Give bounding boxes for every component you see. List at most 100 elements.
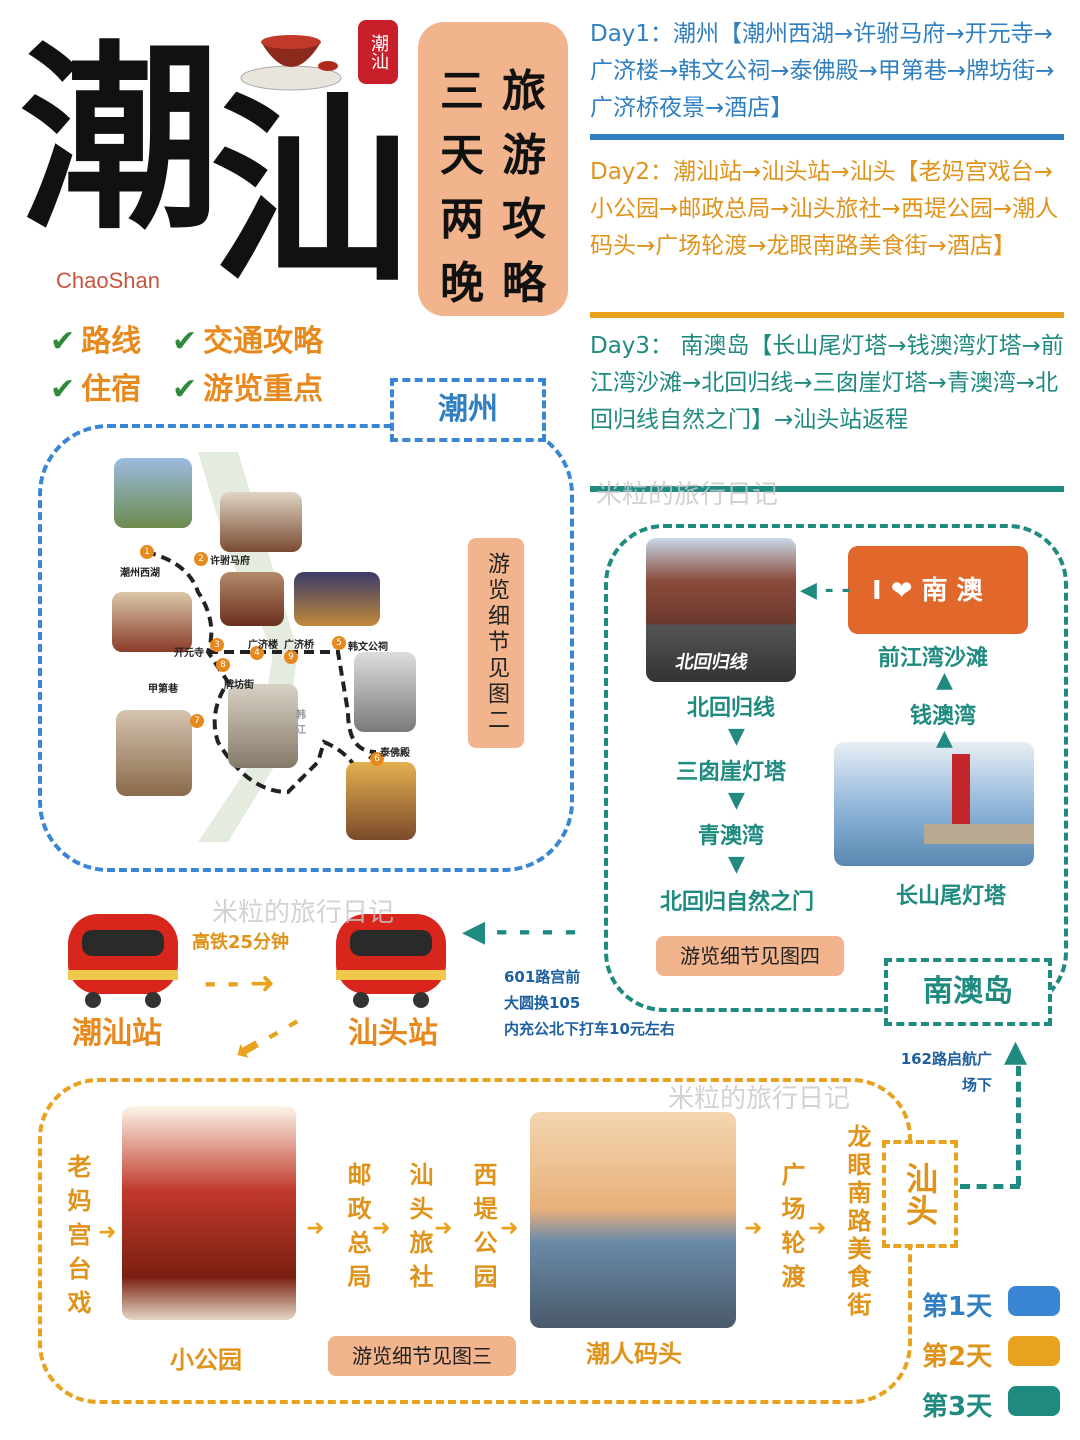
- map-marker: 1: [140, 545, 154, 559]
- watermark: 米粒的旅行日记: [668, 1084, 851, 1114]
- check-item: ✔游览重点: [172, 372, 324, 407]
- map-marker: 4: [250, 646, 264, 660]
- map-label: 甲第巷: [148, 684, 178, 695]
- down-left-arrow-icon: ⬅ - -: [228, 1004, 307, 1071]
- map-marker: 9: [284, 650, 298, 664]
- stop-tropic-line: 北回归线: [686, 696, 775, 721]
- nanao-frame: [604, 524, 1068, 1012]
- down-arrow-icon: ▼: [728, 852, 745, 877]
- right-arrow-icon: ➜: [500, 1216, 519, 1241]
- tag-char: 游: [502, 130, 546, 181]
- stop-laomagong: 老妈宫台戏: [63, 1154, 91, 1324]
- stop-qianjiang-beach: 前江湾沙滩: [877, 646, 988, 671]
- legend-day2-label: 第2天: [922, 1342, 993, 1372]
- watermark: 米粒的旅行日记: [596, 480, 779, 510]
- map-label: 许驸马府: [210, 556, 250, 567]
- train-duration: 高铁25分钟: [192, 932, 290, 953]
- xu-mansion-photo: [220, 492, 302, 552]
- right-arrow-icon: - - ➜: [204, 966, 275, 1001]
- stop-ferry: 广场轮渡: [777, 1162, 805, 1298]
- sign-text: I ❤ 南 澳: [872, 576, 983, 606]
- stop-xiaogongyuan: 小公园: [170, 1346, 242, 1374]
- divider: [590, 134, 1064, 140]
- title-char-shan: 汕: [210, 74, 411, 309]
- paifang-street-photo: [228, 684, 298, 768]
- check-item: ✔交通攻略: [172, 324, 324, 359]
- nanao-label: 南澳岛: [884, 958, 1052, 1026]
- map-label: 广济桥: [284, 640, 314, 651]
- red-seal: 潮汕: [358, 20, 398, 84]
- map-label: 广济楼: [248, 640, 278, 651]
- road-text: 北回归线: [673, 652, 750, 673]
- tag-char: 天: [440, 130, 484, 181]
- guangji-tower-photo: [220, 572, 284, 626]
- legend-day3-label: 第3天: [922, 1392, 993, 1422]
- stop-post-office: 邮政总局: [343, 1162, 371, 1298]
- thai-temple-photo: [346, 762, 416, 840]
- map-label: 泰佛殿: [380, 748, 410, 759]
- stop-sancong: 三囱崖灯塔: [675, 760, 786, 785]
- chaozhou-detail-note: 游览细节见图二: [468, 538, 524, 748]
- down-arrow-icon: ▼: [728, 724, 745, 749]
- stop-chaoren-pier: 潮人码头: [586, 1340, 682, 1368]
- nanao-detail-note: 游览细节见图四: [656, 936, 844, 976]
- right-arrow-icon: ➜: [808, 1216, 827, 1241]
- pier: [924, 824, 1034, 844]
- hanwengong-photo: [354, 652, 416, 732]
- map-label: 韩文公祠: [348, 642, 388, 653]
- chaoshan-station: 潮汕站: [72, 1016, 162, 1051]
- stop-qingao: 青澳湾: [697, 824, 764, 849]
- chaoren-pier-photo: [530, 1112, 736, 1328]
- tag-char: 略: [502, 258, 546, 309]
- legend-day1-label: 第1天: [922, 1292, 993, 1322]
- dashed-connector: [1016, 1066, 1021, 1186]
- map-label: 潮州西湖: [120, 568, 160, 579]
- title-english: ChaoShan: [56, 268, 160, 293]
- itinerary-tag: 三 天 两 晚 旅 游 攻 略: [418, 22, 568, 316]
- map-marker: 7: [190, 714, 204, 728]
- left-arrow-icon: ◀ - - - -: [462, 914, 577, 949]
- train-icon: [336, 914, 446, 1008]
- chaozhou-frame: [38, 424, 574, 872]
- stop-qianao-bay: 钱澳湾: [909, 704, 976, 729]
- tag-char: 三: [440, 66, 484, 117]
- stop-shantou-hotel: 汕头旅社: [405, 1162, 433, 1298]
- up-arrow-icon: ▲: [936, 726, 953, 751]
- legend-day2-swatch: [1008, 1336, 1060, 1366]
- shantou-label: 汕头: [882, 1140, 958, 1248]
- right-arrow-icon: ➜: [434, 1216, 453, 1241]
- up-arrow-icon: ▲: [936, 668, 953, 693]
- i-love-nanao-photo: I ❤ 南 澳: [848, 546, 1028, 634]
- down-arrow-icon: ▼: [728, 788, 745, 813]
- guangji-bridge-photo: [294, 572, 380, 626]
- jiadi-lane-photo: [116, 710, 192, 796]
- shantou-detail-note: 游览细节见图三: [328, 1336, 516, 1376]
- stop-nature-gate: 北回归自然之门: [659, 890, 814, 915]
- bus-route-note: 601路宫前 大圆换105 内充公北下打车10元左右: [504, 968, 675, 1038]
- right-arrow-icon: ➜: [372, 1216, 391, 1241]
- tag-char: 旅: [502, 66, 546, 117]
- tag-column-1: 三 天 两 晚: [432, 60, 492, 316]
- check-item: ✔路线: [50, 324, 142, 359]
- checkmark-icon: ✔: [172, 372, 198, 407]
- day2-route: Day2：潮汕站→汕头站→汕头【老妈宫戏台→小公园→邮政总局→汕头旅社→西堤公园…: [590, 159, 1059, 259]
- map-marker: 6: [370, 752, 384, 766]
- chaozhou-label: 潮州: [390, 378, 546, 442]
- lighthouse-icon: [952, 754, 970, 828]
- check-item: ✔住宿: [50, 372, 142, 407]
- map-marker: 3: [210, 638, 224, 652]
- right-arrow-icon: ➜: [98, 1220, 117, 1245]
- tropic-line-photo: 北回归线: [646, 538, 796, 682]
- tag-column-2: 旅 游 攻 略: [494, 60, 554, 316]
- legend-day1-swatch: [1008, 1286, 1060, 1316]
- tag-char: 攻: [502, 194, 546, 245]
- watermark: 米粒的旅行日记: [212, 898, 395, 928]
- xiaogongyuan-pavilion-photo: [122, 1106, 296, 1320]
- stop-longyan-food-street: 龙眼南路美食街: [843, 1124, 871, 1320]
- dashed-connector: [960, 1184, 1020, 1189]
- up-arrow-icon: ▲: [1004, 1034, 1028, 1069]
- day1-route: Day1：潮州【潮州西湖→许驸马府→开元寺→广济楼→韩文公祠→泰佛殿→甲第巷→牌…: [590, 21, 1055, 121]
- title-char-chao: 潮: [20, 22, 221, 257]
- bus-162-note: 162路启航广 场下: [900, 1050, 992, 1094]
- map-label: 牌坊街: [224, 680, 254, 691]
